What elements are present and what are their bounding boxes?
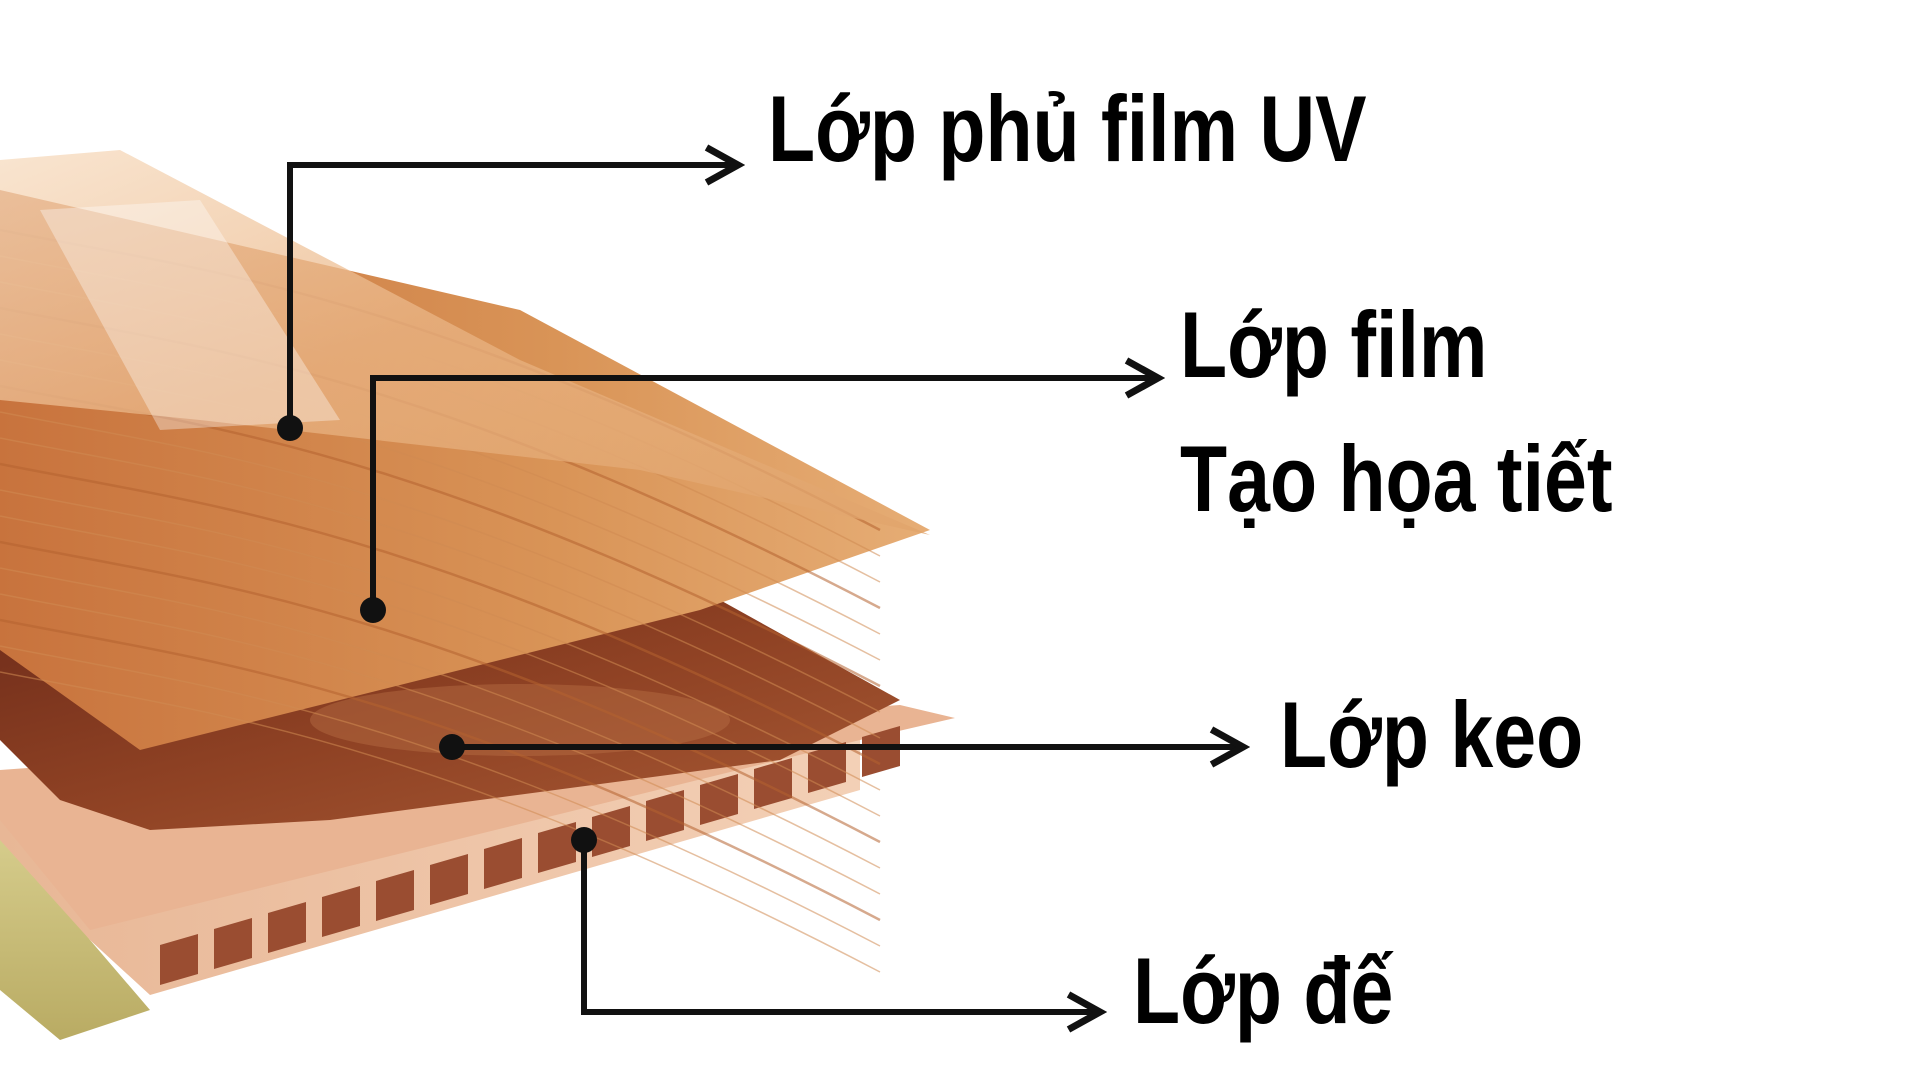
grain-line	[0, 437, 881, 739]
base-cell	[808, 742, 846, 793]
base-cell	[322, 886, 360, 937]
leader-uv-coating	[277, 165, 738, 441]
base-cell	[160, 934, 198, 985]
base-cell	[700, 774, 738, 825]
label-glue-layer: Lớp keo	[1280, 682, 1584, 787]
label-uv-coating: Lớp phủ film UV	[768, 76, 1367, 181]
base-cell	[862, 726, 900, 777]
leader-decor-film	[360, 378, 1158, 623]
base-cell	[430, 854, 468, 905]
base-cell	[484, 838, 522, 889]
leader-base	[571, 827, 1100, 1012]
base-cell	[214, 918, 252, 969]
grain-line	[0, 593, 881, 895]
grain-line	[0, 411, 881, 713]
label-base-layer: Lớp đế	[1133, 938, 1394, 1043]
base-cell	[376, 870, 414, 921]
base-cells	[160, 726, 900, 985]
grain-line	[0, 540, 881, 844]
grain-line	[0, 671, 881, 973]
glue-highlight	[310, 684, 730, 756]
uv-glare	[40, 200, 340, 430]
grain-line	[0, 645, 881, 947]
grain-line	[0, 489, 881, 791]
base-cell	[592, 806, 630, 857]
base-cell	[754, 758, 792, 809]
base-cell	[268, 902, 306, 953]
grain-line	[0, 567, 881, 869]
grain-line	[0, 462, 881, 766]
label-decor-film: Lớp film	[1180, 292, 1488, 397]
leader-glue	[439, 734, 1243, 760]
base-cell	[538, 822, 576, 873]
grain-line	[0, 515, 881, 817]
grain-line	[0, 618, 881, 922]
uv-coating-sheet	[0, 150, 930, 535]
label-decor-film-pattern: Tạo họa tiết	[1180, 426, 1613, 531]
